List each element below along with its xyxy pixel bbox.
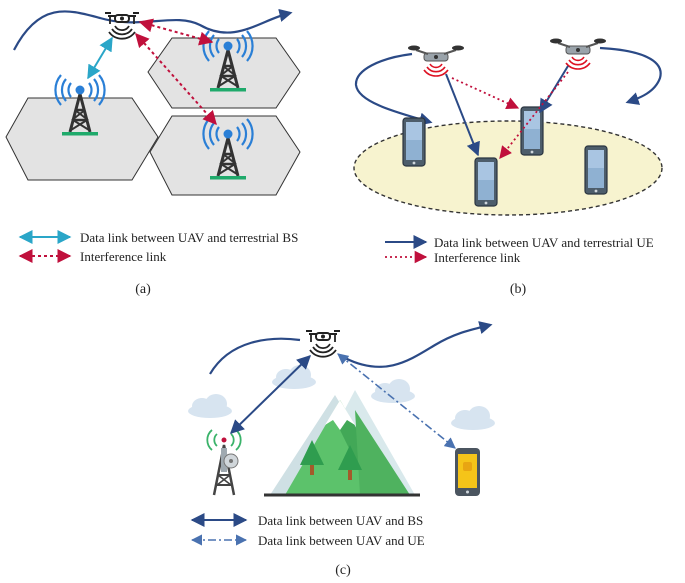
interference-link-arrow (499, 71, 569, 159)
panel-caption: (b) (510, 282, 527, 297)
interference-link-arrow (451, 77, 520, 110)
bs-link-arrow (229, 355, 312, 434)
uav-drone-icon (407, 44, 465, 77)
panel-b: Data link between UAV and terrestrial UE… (353, 37, 663, 297)
data-link-arrow (539, 65, 569, 114)
uav-trajectory (344, 321, 493, 368)
uav-trajectory (599, 46, 662, 105)
panel-c: Data link between UAV and BS Data link b… (188, 321, 495, 578)
panel-caption: (a) (135, 282, 151, 297)
cloud-icon (371, 379, 415, 403)
panel-caption: (c) (335, 563, 351, 578)
smartphone-ue-icon (455, 448, 480, 496)
cloud-icon (451, 406, 495, 430)
smartphone-ue-icon (520, 106, 544, 156)
data-link-arrow (87, 36, 113, 80)
smartphone-ue-icon (402, 117, 426, 167)
interference-link-arrow (135, 32, 217, 126)
panel-a: Data link between UAV and terrestrial BS… (5, 8, 301, 297)
legend-bs-link-label: Data link between UAV and BS (258, 513, 423, 528)
base-station-tower-icon (206, 429, 242, 496)
legend-data-link-label: Data link between UAV and terrestrial BS (80, 230, 298, 245)
uav-drone-icon (305, 330, 341, 358)
legend-interference-label: Interference link (434, 250, 521, 265)
mountain-icon (264, 390, 420, 497)
smartphone-ue-icon (584, 145, 608, 195)
uav-trajectory (209, 337, 301, 375)
legend-ue-link-label: Data link between UAV and UE (258, 533, 425, 548)
data-link-arrow (445, 73, 480, 157)
smartphone-ue-icon (474, 157, 498, 207)
cell-hexagon-left (5, 97, 159, 181)
ue-link-arrow (337, 353, 456, 449)
uav-trajectory (354, 52, 433, 126)
legend-interference-label: Interference link (80, 249, 167, 264)
cloud-icon (188, 394, 232, 418)
uav-drone-icon (549, 37, 607, 70)
uav-drone-icon (104, 12, 140, 40)
ground-area (353, 120, 663, 216)
legend-data-link-label: Data link between UAV and terrestrial UE (434, 235, 654, 250)
